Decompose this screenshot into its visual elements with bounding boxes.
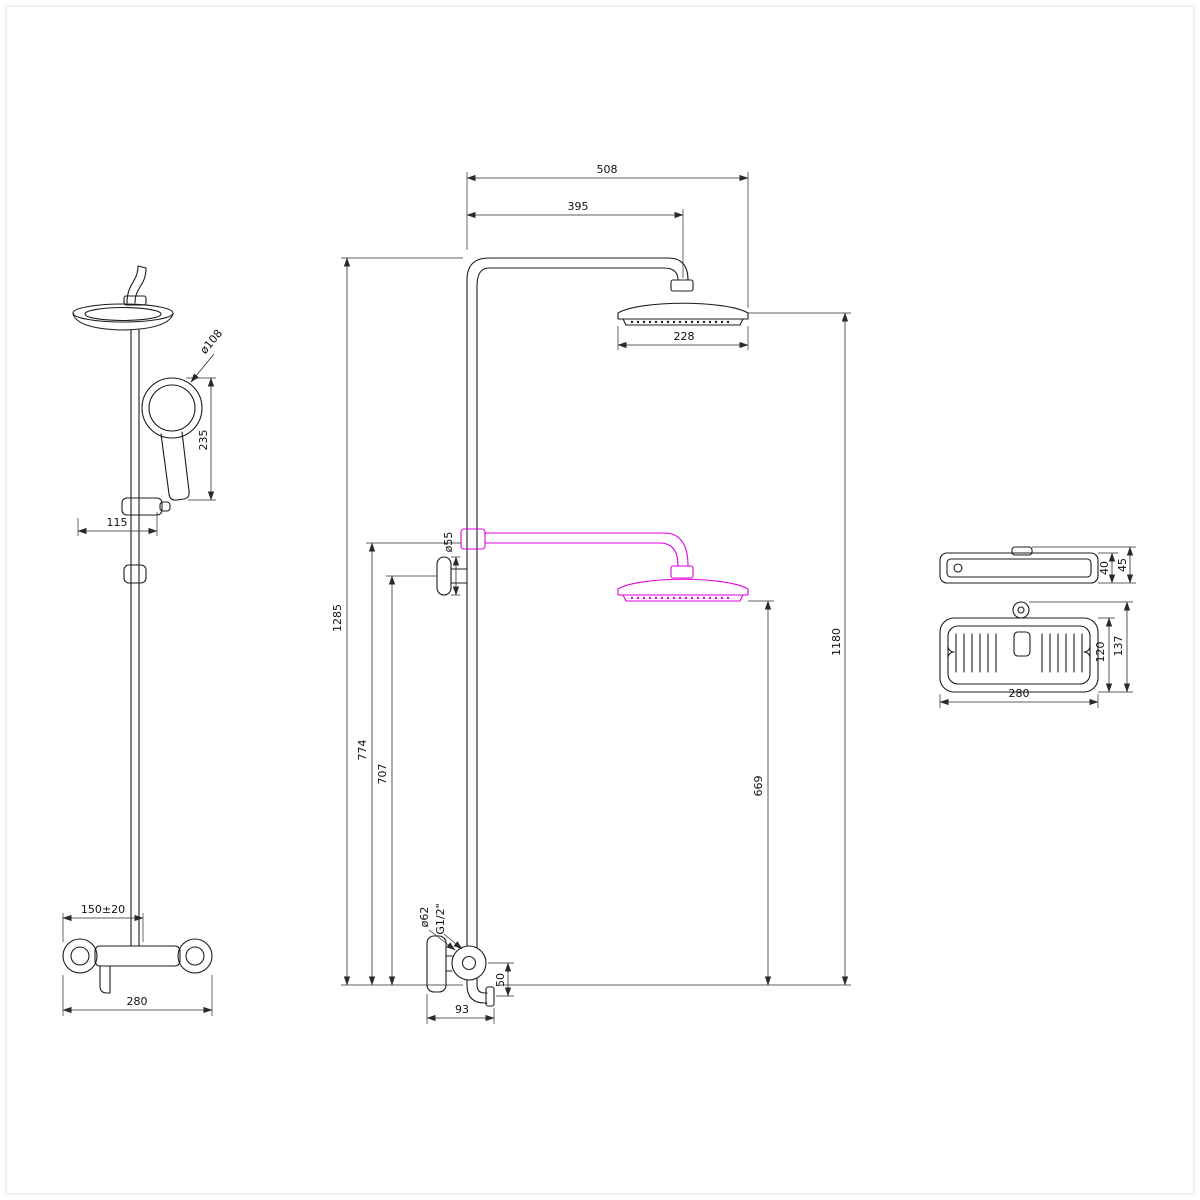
mixer-body: [94, 945, 181, 967]
dim-label-outlet-reach: 93: [455, 1003, 469, 1016]
upper-head-lip: [622, 318, 744, 326]
dim-column-height: 1285: [331, 257, 463, 986]
highlight-head-lip: [622, 594, 744, 602]
mixer-handle-left: [62, 938, 98, 974]
slider-knob: [159, 501, 171, 512]
dim-label-outlet-drop: 50: [494, 973, 507, 987]
dim-label-head-to-base: 669: [752, 776, 765, 797]
dim-knob-diameter: ø55: [442, 532, 460, 596]
dim-label-arm-reach: 395: [568, 200, 589, 213]
dim-label-shelf-height-body: 120: [1094, 642, 1107, 663]
shelf-top-inner: [946, 558, 1092, 578]
dim-label-shelf-depth-top: 40: [1098, 561, 1111, 575]
dim-shelf-height-body: 120: [1094, 617, 1115, 693]
highlight-head-nut: [670, 565, 694, 579]
dim-label-shelf-width: 280: [1009, 687, 1030, 700]
dim-hand-shower-length: 235: [186, 377, 216, 501]
dim-arm-overall: 508: [466, 163, 749, 308]
wall-plate: [426, 935, 447, 993]
hand-shower-head: [141, 377, 203, 439]
dim-label-overall-height: 1180: [830, 628, 843, 656]
right-view: 40 45 137 120 280: [939, 546, 1136, 708]
shelf-top-view: [939, 546, 1099, 584]
upper-head-nut: [670, 279, 694, 292]
shelf-clamp-knob: [1012, 601, 1030, 619]
highlight-collar: [460, 528, 486, 550]
dim-bracket-offset: 115: [77, 512, 158, 536]
dim-outlet-reach: 93: [426, 994, 495, 1024]
dim-shelf-depth-top: 40: [1098, 552, 1118, 584]
dim-label-shelf-height-total: 137: [1112, 636, 1125, 657]
diverter-knob: [436, 556, 468, 596]
hand-shower-face: [148, 384, 196, 432]
dim-outlet-drop: 50: [488, 962, 514, 997]
left-mixer-valve: [62, 938, 213, 994]
dim-label-column-height: 1285: [331, 604, 344, 632]
dim-label-mixer-width: 280: [127, 995, 148, 1008]
shelf-front-view: [939, 601, 1099, 693]
dim-arm-reach: 395: [466, 200, 684, 278]
middle-view: 508 395 228 1285 1180 77: [331, 163, 851, 1024]
wall-bracket-inlet: [426, 935, 487, 993]
dim-diverter-to-base: 707: [376, 575, 437, 986]
shelf-front-inner: [947, 625, 1091, 685]
dim-label-bracket-offset: 115: [107, 516, 128, 529]
dim-label-head-diameter: 228: [674, 330, 695, 343]
head-nut: [123, 295, 147, 306]
shelf-top-outline: [939, 552, 1099, 584]
rain-head-body: [72, 313, 174, 331]
shelf-right-notch: [1083, 645, 1091, 659]
slider-bracket: [121, 497, 163, 516]
dim-head-diameter: 228: [617, 326, 749, 350]
rain-head-rim: [72, 303, 174, 323]
dim-label-shelf-depth-total: 45: [1116, 558, 1129, 572]
dim-label-rail-to-base: 774: [356, 740, 369, 761]
outlet-nozzle: [485, 986, 495, 1007]
dim-mixer-width: 280: [62, 975, 213, 1016]
mixer-handle-right: [177, 938, 213, 974]
highlight-head-body: [617, 578, 749, 596]
rail-clamp: [123, 564, 147, 584]
sheet-border: [5, 5, 1195, 1195]
dim-shelf-height-total: 137: [1029, 601, 1133, 693]
dim-shelf-width: 280: [939, 687, 1099, 708]
overhead-shower-upper: [617, 302, 749, 326]
shelf-top-clamp: [1011, 546, 1033, 556]
shower-column: [466, 257, 694, 986]
dim-label-hand-shower-length: 235: [197, 430, 210, 451]
hand-shower-handle: [160, 431, 190, 501]
dim-label-inlet-spacing: 150±20: [81, 903, 125, 916]
dim-head-to-base: 669: [748, 600, 774, 986]
left-shower-rail: [121, 329, 171, 947]
mixer-spout: [99, 965, 111, 994]
rain-head-face: [84, 306, 162, 322]
dim-shelf-depth-total: 45: [1032, 546, 1136, 584]
outlet-elbow: [466, 984, 495, 1007]
dim-label-thread-size: G1/2": [434, 903, 447, 934]
shelf-left-notch: [947, 645, 955, 659]
dim-flange-diameter: ø62: [418, 907, 456, 951]
left-hand-shower: [141, 377, 203, 501]
dim-thread-size: G1/2": [434, 903, 463, 950]
left-view: ø108 235 115 150±20 280: [62, 265, 225, 1016]
dim-label-flange-diameter: ø62: [418, 907, 431, 928]
shelf-center-slot: [1013, 631, 1031, 657]
dim-label-knob-diameter: ø55: [442, 532, 455, 553]
left-rain-head: [72, 265, 174, 331]
lowered-arm-highlight: [460, 528, 749, 602]
upper-head-body: [617, 302, 749, 320]
dim-label-arm-overall: 508: [597, 163, 618, 176]
dim-inlet-spacing: 150±20: [62, 903, 144, 942]
dim-label-hand-shower-diameter: ø108: [197, 327, 225, 357]
inlet-flange: [451, 945, 487, 981]
dim-label-diverter-to-base: 707: [376, 764, 389, 785]
dim-rail-to-base: 774: [356, 542, 461, 986]
dim-hand-shower-diameter: ø108: [190, 327, 225, 383]
dim-overall-height: 1180: [500, 312, 851, 986]
